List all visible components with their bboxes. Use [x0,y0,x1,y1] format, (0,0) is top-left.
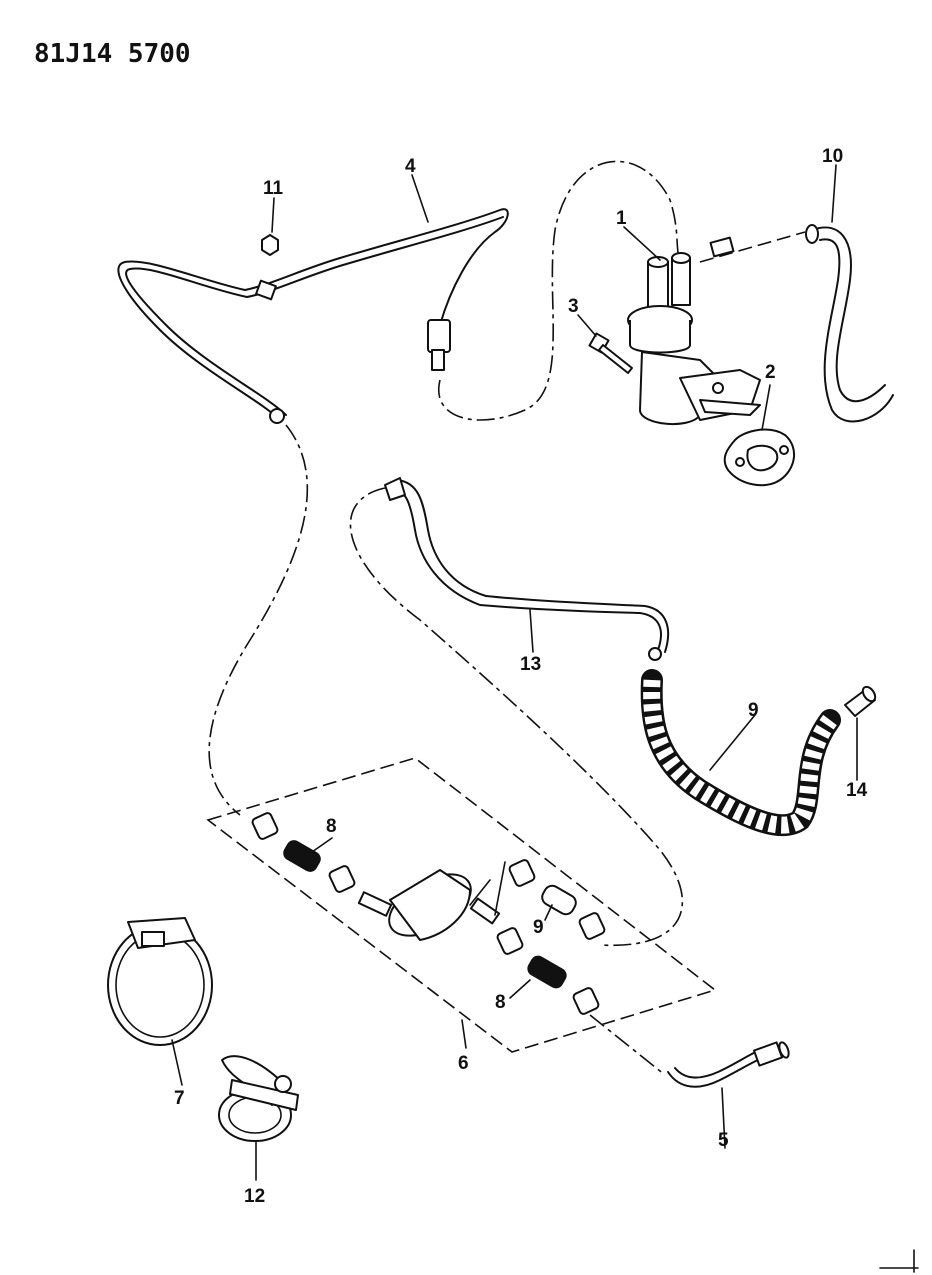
callout-9-kit: 9 [533,917,544,938]
fuel-line-part-13 [384,477,670,661]
fuel-line-part-5 [589,1014,790,1088]
callout-8-upper: 8 [326,816,337,837]
gasket-part-2 [723,428,795,487]
callout-13: 13 [520,654,541,675]
hose-part-9 [640,669,841,837]
filter-kit-contents [251,812,606,1015]
callout-12: 12 [244,1186,265,1207]
callout-9-hose: 9 [748,700,759,721]
filter-kit-box-part-6 [206,757,717,1053]
line-13-to-filter-connection [349,487,684,947]
leader-lines [171,164,858,1181]
callout-3: 3 [568,296,579,317]
callout-1: 1 [616,208,627,229]
clamp-part-12 [218,1055,299,1142]
hose-part-10 [699,224,894,423]
bolt-part-3 [588,332,633,374]
callout-14: 14 [846,780,868,801]
callout-5: 5 [718,1130,729,1151]
diagram-code: 81J14 5700 [34,39,191,69]
fitting-part-14 [844,685,877,717]
registration-mark [879,1249,919,1273]
callout-2: 2 [765,362,776,383]
nut-part-11 [261,234,279,256]
clamp-part-7 [107,917,213,1046]
callout-7: 7 [174,1088,185,1109]
fuel-pump-part-1 [627,252,761,426]
callout-8-lower: 8 [495,992,506,1013]
callout-6: 6 [458,1053,469,1074]
pump-inlet-connection [437,160,681,421]
callout-4: 4 [405,156,416,177]
fuel-line-part-4 [117,208,509,424]
line-4-to-filter-connection [208,424,309,816]
callout-10: 10 [822,146,843,167]
callout-11: 11 [263,178,284,199]
